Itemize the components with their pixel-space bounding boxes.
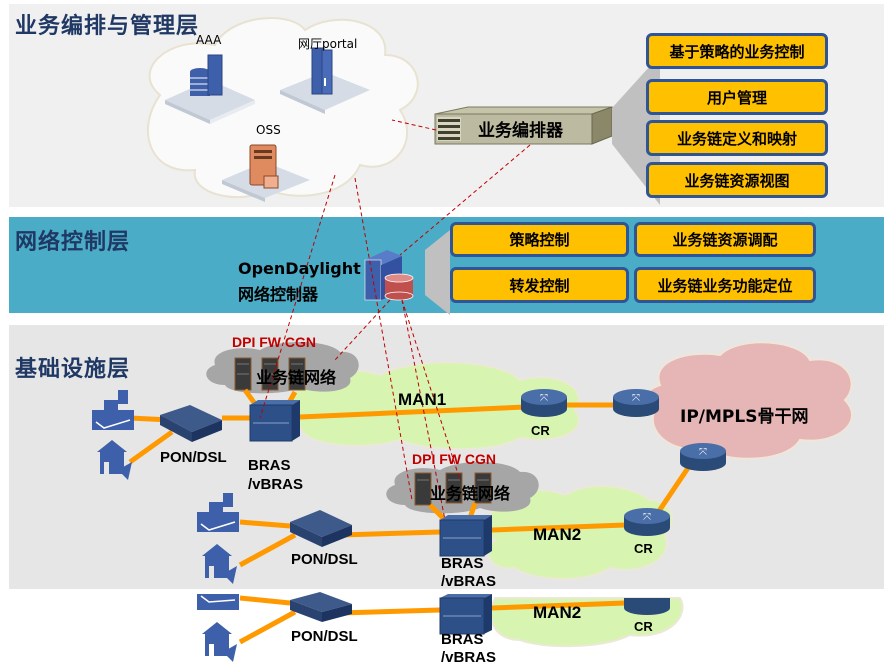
svg-text:⤧: ⤧ (643, 512, 651, 523)
pon-dsl-device-icon (290, 592, 352, 622)
service-chain-network-label-2: 业务链网络 (430, 484, 511, 503)
home-icon (202, 622, 237, 662)
controller-database-icon (384, 273, 414, 301)
dpi-appliance-icon (234, 357, 252, 391)
service-chain-label-1: DPI FW CGN (232, 334, 316, 350)
pon-dsl-device-icon (290, 510, 352, 547)
controller-callout (425, 230, 450, 315)
home-icon (97, 440, 132, 480)
infrastructure-layer-title: 基础设施层 (15, 357, 131, 382)
portal-label: 网厅portal (298, 37, 358, 51)
svg-text:⤧: ⤧ (632, 393, 640, 404)
bras-device-icon (439, 515, 492, 557)
bras-device-icon (249, 400, 300, 442)
function-box-chain-definition: 业务链定义和映射 (646, 120, 828, 156)
bras-label-1-line1: BRAS (248, 457, 291, 474)
database-server-icon (190, 54, 223, 96)
controller-label-line2: 网络控制器 (238, 285, 319, 304)
backbone-router-icon: ⤧ (680, 443, 726, 471)
cr-router-icon (624, 598, 670, 615)
function-box-user-management: 用户管理 (646, 79, 828, 115)
bras-label-3-line2: /vBRAS (441, 649, 497, 666)
oss-label: OSS (256, 123, 281, 137)
orchestrator-device (434, 106, 613, 145)
cr-label-1: CR (531, 423, 550, 438)
man1-cloud (283, 361, 580, 451)
cgn-appliance-icon (288, 357, 306, 391)
orchestrator-label: 业务编排器 (478, 121, 563, 141)
bras-label-3-line1: BRAS (441, 631, 484, 648)
function-box-policy-control: 基于策略的业务控制 (646, 33, 828, 69)
fw-appliance-icon (261, 357, 279, 391)
cr-router-icon: ⤧ (624, 508, 670, 536)
office-building-icon (197, 493, 239, 532)
oss-server-icon (249, 144, 279, 189)
service-chain-label-2: DPI FW CGN (412, 451, 496, 467)
function-box-forwarding: 转发控制 (450, 267, 629, 303)
cgn-appliance-icon (474, 472, 492, 504)
backbone-router-icon: ⤧ (613, 389, 659, 417)
office-building-icon (197, 594, 239, 610)
backbone-cloud (645, 341, 853, 460)
aaa-platform (165, 80, 255, 124)
network-links (128, 388, 693, 645)
bras-label-1-line2: /vBRAS (248, 476, 304, 493)
home-icon (202, 544, 237, 584)
bras-device-icon (439, 594, 492, 635)
cr-label-2: CR (634, 541, 653, 556)
bras-label-2-line1: BRAS (441, 555, 484, 572)
man2-label: MAN2 (533, 525, 582, 544)
bras-label-2-line2: /vBRAS (441, 573, 497, 590)
cr-label-3: CR (634, 619, 653, 634)
function-box-policy: 策略控制 (450, 222, 629, 257)
controller-label-line1: OpenDaylight (238, 259, 361, 278)
aaa-label: AAA (196, 33, 222, 47)
cr-router-icon: ⤧ (521, 389, 567, 417)
pon-dsl-label-1: PON/DSL (160, 449, 227, 466)
server-tower-icon (311, 47, 333, 95)
function-box-function-location: 业务链业务功能定位 (634, 267, 816, 303)
control-layer-title: 网络控制层 (15, 230, 131, 255)
fw-appliance-icon (445, 472, 463, 504)
office-building-icon (92, 390, 134, 430)
man1-label: MAN1 (398, 390, 447, 409)
pon-dsl-label-3: PON/DSL (291, 628, 358, 645)
svg-text:⤧: ⤧ (699, 447, 707, 458)
function-box-chain-resource-view: 业务链资源视图 (646, 162, 828, 198)
control-links (259, 119, 531, 521)
pon-dsl-device-icon (160, 405, 222, 442)
dpi-appliance-icon (414, 472, 432, 506)
function-box-resource-allocation: 业务链资源调配 (634, 222, 816, 257)
service-chain-network-label-1: 业务链网络 (256, 368, 337, 387)
pon-dsl-label-2: PON/DSL (291, 551, 358, 568)
backbone-label: IP/MPLS骨干网 (680, 407, 809, 427)
man2-label-lower: MAN2 (533, 603, 582, 622)
svg-text:⤧: ⤧ (540, 393, 548, 404)
orchestration-layer-title: 业务编排与管理层 (15, 14, 200, 39)
